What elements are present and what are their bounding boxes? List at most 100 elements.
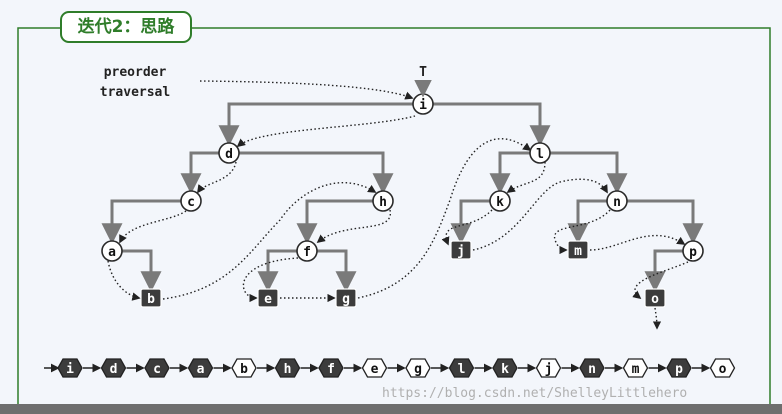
sequence-label: k [501, 362, 509, 377]
sequence-chip [535, 358, 562, 378]
trace-m-p [589, 234, 686, 251]
node-label: d [225, 147, 233, 162]
node-label: g [342, 292, 350, 307]
node-label: o [651, 292, 659, 307]
sequence-item-k: k [492, 358, 518, 378]
edge-n-p [627, 199, 704, 245]
trace-c-a [119, 210, 187, 244]
edge-i-l [433, 102, 551, 147]
sequence-chip [448, 358, 475, 378]
root-pointer-label: T [419, 65, 427, 80]
edge-h-f [296, 199, 373, 245]
sequence-label: h [284, 362, 292, 377]
node-k: k [489, 190, 511, 212]
node-m: m [567, 240, 589, 260]
edge-f-g [317, 249, 357, 293]
trace-d-c [197, 161, 237, 194]
sequence-chip [405, 358, 431, 378]
node-a: a [101, 240, 123, 262]
node-label: l [536, 147, 544, 162]
trace-b-h [162, 182, 377, 300]
sequence-label: f [327, 362, 335, 377]
sequence-item-l: l [448, 358, 475, 378]
edge-l-n [550, 151, 628, 195]
sequence-item-b: b [231, 358, 257, 378]
node-circle [682, 240, 704, 262]
node-h: h [372, 190, 394, 212]
leaf-box [450, 240, 472, 260]
node-e: e [257, 288, 279, 308]
node-label: e [264, 292, 272, 307]
slide-title: 迭代2：思路 [60, 11, 192, 43]
frame-border [17, 27, 771, 406]
leaf-box [140, 288, 162, 308]
trace-i-d [236, 115, 416, 148]
node-label: m [574, 244, 582, 259]
sequence-item-f: f [318, 358, 344, 378]
node-label: b [147, 292, 155, 307]
trace-j-n [472, 178, 608, 251]
edge-a-b [122, 249, 162, 293]
sequence-chip [274, 358, 301, 378]
sequence-label: l [458, 362, 466, 377]
sequence-label: i [66, 362, 74, 377]
sequence-label: d [110, 362, 118, 377]
trace-h-f [316, 209, 391, 244]
sequence-chip [144, 358, 170, 378]
trace-k-j [441, 209, 493, 246]
sequence-chip [666, 358, 692, 378]
sequence-chip [361, 358, 388, 378]
node-label: j [457, 244, 465, 259]
sequence-item-m: m [622, 358, 649, 378]
sequence-item-g: g [405, 358, 431, 378]
node-label: n [613, 195, 621, 210]
sequence-chip [318, 358, 344, 378]
sequence-chip [622, 358, 649, 378]
edge-c-a [101, 199, 181, 245]
annotation-pointer [199, 80, 414, 100]
edge-p-o [644, 249, 683, 293]
node-circle [296, 240, 318, 262]
node-c: c [180, 190, 202, 212]
sequence-label: a [197, 362, 205, 377]
node-label: h [379, 195, 387, 210]
node-g: g [335, 288, 357, 308]
edge-n-m [567, 199, 607, 245]
node-i: i [412, 93, 434, 115]
traversal-trace [107, 115, 689, 330]
sequence-item-h: h [274, 358, 301, 378]
sequence-item-p: p [666, 358, 692, 378]
tree-edges [101, 102, 704, 293]
trace-l-k [506, 161, 546, 193]
sequence-item-n: n [579, 358, 605, 378]
leaf-box [644, 288, 666, 308]
edge-d-c [180, 151, 219, 195]
sequence-label: b [240, 362, 248, 377]
sequence-item-e: e [361, 358, 388, 378]
sequence-label: m [632, 362, 640, 377]
node-label: f [303, 245, 311, 260]
sequence-chip [579, 358, 605, 378]
leaf-box [567, 240, 589, 260]
node-o: o [644, 288, 666, 308]
annotation-line2: traversal [100, 85, 170, 100]
sequence-chip [709, 358, 736, 378]
sequence-label: o [719, 362, 727, 377]
edge-l-k [489, 151, 530, 195]
sequence-chip [231, 358, 257, 378]
node-circle [101, 240, 123, 262]
node-circle [529, 142, 551, 164]
node-circle [180, 190, 202, 212]
node-label: k [496, 195, 504, 210]
leaf-box [257, 288, 279, 308]
sequence-item-i: i [57, 358, 83, 378]
sequence-item-j: j [535, 358, 562, 378]
node-label: a [108, 245, 116, 260]
node-b: b [140, 288, 162, 308]
leaf-box [335, 288, 357, 308]
sequence-chip [492, 358, 518, 378]
node-label: i [419, 98, 427, 113]
